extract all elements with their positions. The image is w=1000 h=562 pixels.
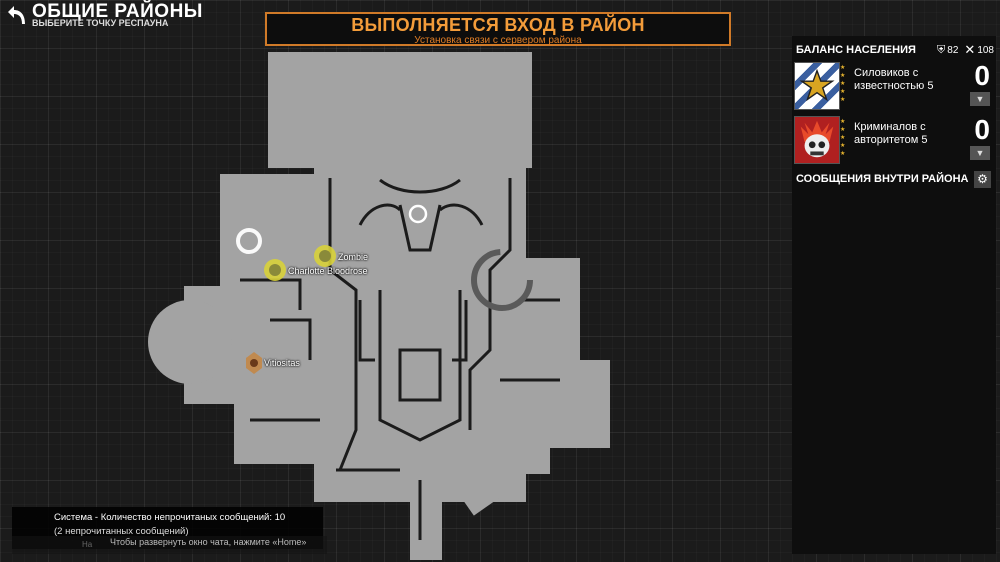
chat-hint: Чтобы развернуть окно чата, нажмите «Hom…: [110, 537, 307, 547]
player-marker-charlotte[interactable]: [264, 259, 286, 281]
rank-stars: ★★★★★: [840, 119, 846, 157]
expand-down-button[interactable]: ▼: [970, 92, 990, 106]
chat-input-ghost-text: На: [82, 540, 93, 549]
banner-title: ВЫПОЛНЯЕТСЯ ВХОД В РАЙОН: [351, 15, 645, 35]
spawn-point-marker[interactable]: [236, 228, 262, 254]
player-marker-zombie[interactable]: [314, 245, 336, 267]
faction-label: Криминалов с авторитетом 5: [854, 121, 928, 146]
player-label-vitiositas: Vitiositas: [264, 358, 300, 368]
map-walls: [240, 178, 560, 540]
status-banner: ВЫПОЛНЯЕТСЯ ВХОД В РАЙОН Установка связи…: [265, 12, 731, 46]
rank-stars: ★★★★★: [840, 65, 846, 103]
criminal-cross-icon: ✕: [964, 42, 976, 57]
faction-label: Силовиков с известностью 5: [854, 67, 934, 92]
back-arrow-icon[interactable]: [6, 4, 30, 28]
district-messages-title: СООБЩЕНИЯ ВНУТРИ РАЙОНА: [796, 173, 969, 185]
enforcer-badge-icon: [794, 62, 840, 110]
population-counts: ⛨ 82 ✕ 108: [937, 42, 994, 58]
spawn-point-marker[interactable]: [408, 204, 428, 224]
criminal-count: 108: [977, 44, 994, 56]
chat-message: Система - Количество непрочитаных сообще…: [54, 512, 286, 523]
faction-row-enforcers: ★★★★★ Силовиков с известностью 5 0 ▼: [792, 60, 996, 112]
player-label-zombie: Zombie: [338, 252, 369, 262]
expand-down-button[interactable]: ▼: [970, 146, 990, 160]
faction-count: 0: [974, 114, 990, 145]
player-marker-vitiositas[interactable]: [246, 352, 262, 374]
page-title: ОБЩИЕ РАЙОНЫ: [32, 1, 203, 22]
enforcer-shield-icon: ⛨: [937, 43, 946, 56]
faction-row-criminals: ★★★★★ Криминалов с авторитетом 5 0 ▼: [792, 114, 996, 166]
faction-count: 0: [974, 60, 990, 91]
gear-icon[interactable]: ⚙: [974, 171, 991, 188]
loading-ring-icon: [471, 249, 533, 311]
enforcer-count: 82: [947, 44, 959, 56]
page-subtitle: ВЫБЕРИТЕ ТОЧКУ РЕСПАУНА: [32, 18, 169, 28]
banner-subtitle: Установка связи с сервером района: [414, 35, 582, 46]
side-panel: БАЛАНС НАСЕЛЕНИЯ ⛨ 82 ✕ 108 ★★★★★ Силови…: [792, 36, 996, 554]
player-label-charlotte: Charlotte Bloodrose: [288, 266, 368, 276]
chat-input[interactable]: [12, 536, 327, 554]
criminal-skull-icon: [794, 116, 840, 164]
population-title: БАЛАНС НАСЕЛЕНИЯ: [796, 44, 916, 56]
chat-message: (2 непрочитанных сообщений): [54, 526, 189, 537]
